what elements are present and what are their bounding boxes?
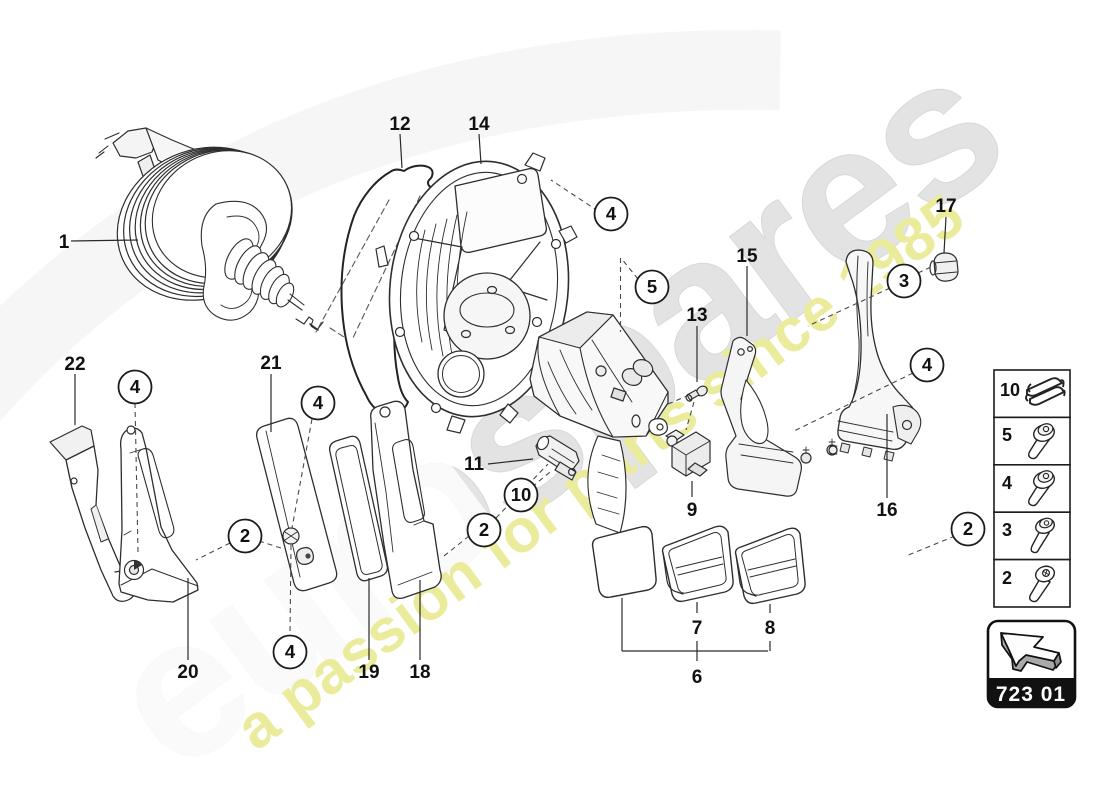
svg-text:20: 20 xyxy=(177,662,198,683)
svg-text:3: 3 xyxy=(899,270,909,291)
svg-text:4: 4 xyxy=(922,354,933,375)
svg-text:4: 4 xyxy=(285,641,296,662)
svg-text:21: 21 xyxy=(260,353,282,374)
svg-text:17: 17 xyxy=(935,196,956,217)
svg-text:6: 6 xyxy=(692,667,703,688)
svg-text:2: 2 xyxy=(240,525,250,546)
svg-text:2: 2 xyxy=(479,519,489,540)
svg-text:5: 5 xyxy=(1002,425,1012,445)
svg-text:14: 14 xyxy=(468,114,490,135)
svg-text:2: 2 xyxy=(1002,568,1012,588)
svg-text:10: 10 xyxy=(511,484,532,505)
svg-text:5: 5 xyxy=(647,276,657,297)
svg-text:4: 4 xyxy=(313,392,324,413)
svg-text:4: 4 xyxy=(606,203,617,224)
svg-text:2: 2 xyxy=(963,518,973,539)
svg-text:8: 8 xyxy=(765,618,776,639)
svg-text:15: 15 xyxy=(736,246,758,267)
svg-text:19: 19 xyxy=(358,662,379,683)
svg-text:4: 4 xyxy=(130,376,141,397)
svg-text:10: 10 xyxy=(1000,380,1020,400)
svg-text:4: 4 xyxy=(1002,473,1012,493)
svg-text:9: 9 xyxy=(687,500,698,521)
svg-text:3: 3 xyxy=(1002,520,1012,540)
svg-text:1: 1 xyxy=(59,232,70,253)
svg-text:7: 7 xyxy=(692,618,703,639)
svg-text:11: 11 xyxy=(464,454,485,475)
svg-text:18: 18 xyxy=(409,662,430,683)
svg-text:13: 13 xyxy=(686,305,707,326)
svg-text:12: 12 xyxy=(389,114,410,135)
svg-text:723 01: 723 01 xyxy=(996,683,1066,706)
svg-text:22: 22 xyxy=(64,354,85,375)
svg-text:16: 16 xyxy=(876,500,897,521)
